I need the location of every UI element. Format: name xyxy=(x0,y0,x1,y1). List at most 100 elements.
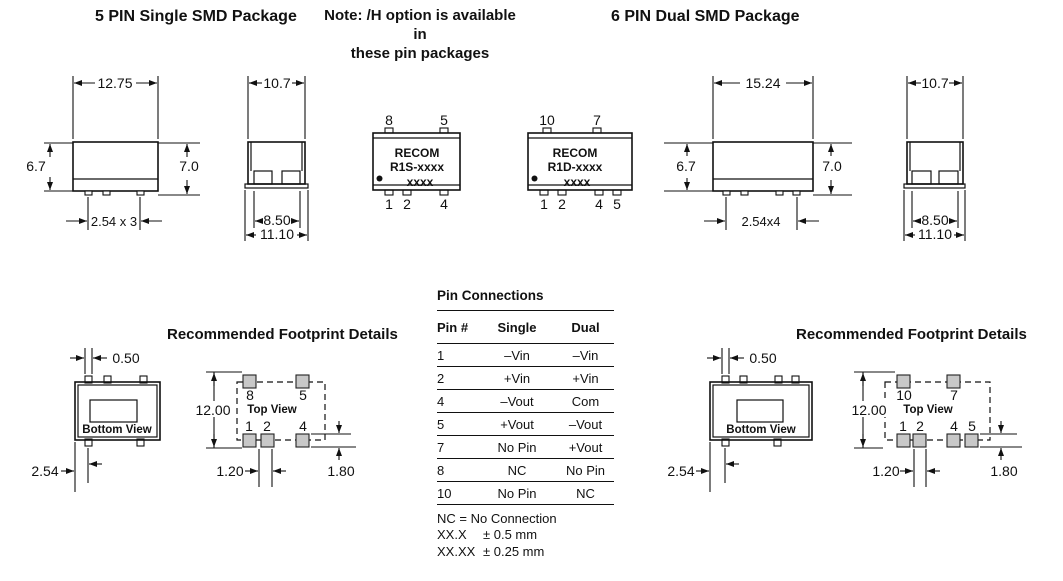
table-cell: +Vin xyxy=(557,366,614,390)
pin-label: 5 xyxy=(613,196,621,212)
pin-connections-section: Pin Connections Pin # Single Dual 1–Vin–… xyxy=(437,288,614,560)
table-cell: –Vin xyxy=(477,343,557,367)
dim-fp-height: 12.00 xyxy=(851,402,886,418)
dim-single-body-width: 12.75 xyxy=(97,75,132,91)
single-front-view-drawing: 12.75 6.7 7.0 2.54 x 3 xyxy=(26,75,200,230)
dim-fp-pad-w: 1.20 xyxy=(872,463,899,479)
pin-label: 5 xyxy=(968,418,976,434)
pin-label: 2 xyxy=(558,196,566,212)
column-header-pin: Pin # xyxy=(437,311,477,344)
pin-label: 10 xyxy=(539,112,555,128)
pin-label: 7 xyxy=(950,387,958,403)
column-header-single: Single xyxy=(477,311,557,344)
h-option-note: Note: /H option is available in these pi… xyxy=(320,6,520,63)
table-cell: +Vin xyxy=(477,366,557,390)
dim-dual-body-depth: 10.7 xyxy=(921,75,948,91)
dim-fp-pad-width: 0.50 xyxy=(112,350,139,366)
tolerance-value: ± 0.25 mm xyxy=(483,544,545,559)
dim-fp-pad-h: 1.80 xyxy=(990,463,1017,479)
tolerance-format: XX.X xyxy=(437,527,467,542)
pin-label: 4 xyxy=(950,418,958,434)
pin1-dot-marker xyxy=(376,175,383,182)
bottom-view-label: Bottom View xyxy=(726,424,795,436)
brand-label: RECOM xyxy=(395,146,440,160)
pin-label: 2 xyxy=(403,196,411,212)
pin-label: 2 xyxy=(916,418,924,434)
dim-fp-pad-h: 1.80 xyxy=(327,463,354,479)
table-cell: 8 xyxy=(437,458,477,482)
dim-single-pin-pitch: 2.54 x 3 xyxy=(91,214,137,229)
pin-label: 7 xyxy=(593,112,601,128)
dim-dual-pin-pitch: 2.54x4 xyxy=(741,214,780,229)
table-cell: –Vout xyxy=(557,412,614,436)
brand-label: RECOM xyxy=(553,146,598,160)
pin-label: 4 xyxy=(299,418,307,434)
table-cell: No Pin xyxy=(477,481,557,505)
pin-label: 1 xyxy=(385,196,393,212)
code-label: xxxx xyxy=(564,175,591,189)
code-label: xxxx xyxy=(407,175,434,189)
table-cell: 2 xyxy=(437,366,477,390)
pin-label: 4 xyxy=(440,196,448,212)
fp-dual-bottom-view: Bottom View 0.50 2.54 xyxy=(667,348,813,492)
pin-label: 1 xyxy=(540,196,548,212)
dim-single-height-body: 6.7 xyxy=(26,158,46,174)
dim-dual-pad-span: 8.50 xyxy=(921,212,948,228)
model-label: R1S-xxxx xyxy=(390,160,444,174)
table-cell: 5 xyxy=(437,412,477,436)
dual-front-view-drawing: 15.24 6.7 7.0 2.54x4 xyxy=(664,75,852,230)
dim-dual-overall-depth: 11.10 xyxy=(918,226,952,242)
single-side-view-drawing: 10.7 8.50 11.10 xyxy=(244,75,309,242)
model-label: R1D-xxxx xyxy=(548,160,603,174)
table-cell: 1 xyxy=(437,343,477,367)
tolerance-value: ± 0.5 mm xyxy=(483,527,538,542)
table-cell: 10 xyxy=(437,481,477,505)
dim-single-pad-span: 8.50 xyxy=(263,212,290,228)
top-view-label: Top View xyxy=(247,404,296,416)
r1d-top-view-drawing: 10 7 RECOM R1D-xxxx xxxx 1 2 4 5 xyxy=(527,112,633,212)
dim-dual-body-width: 15.24 xyxy=(745,75,780,91)
table-cell: No Pin xyxy=(477,435,557,459)
pin-label: 8 xyxy=(385,112,393,128)
pin-label: 4 xyxy=(595,196,603,212)
tolerance-format: XX.XX xyxy=(437,544,476,559)
note-line1: Note: /H option is available in xyxy=(324,7,516,43)
pin-label: 8 xyxy=(246,387,254,403)
pin-label: 5 xyxy=(299,387,307,403)
table-header-row: Pin # Single Dual xyxy=(437,311,614,344)
pin-label: 2 xyxy=(263,418,271,434)
table-cell: +Vout xyxy=(477,412,557,436)
table-cell: No Pin xyxy=(557,458,614,482)
dim-fp-pad-w: 1.20 xyxy=(216,463,243,479)
table-cell: NC xyxy=(477,458,557,482)
pin-label: 5 xyxy=(440,112,448,128)
column-header-dual: Dual xyxy=(557,311,614,344)
fp-dual-top-view: 10 7 Top View 1 2 4 5 12.00 1.20 1.80 xyxy=(849,371,1022,487)
top-view-label: Top View xyxy=(903,404,952,416)
nc-note: NC = No Connection xyxy=(437,511,557,526)
dim-single-overall-depth: 11.10 xyxy=(260,226,294,242)
dim-dual-height-body: 6.7 xyxy=(676,158,696,174)
fp-single-bottom-view: Bottom View 0.50 2.54 xyxy=(31,348,161,492)
table-row: 5+Vout–Vout xyxy=(437,412,614,436)
table-cell: NC xyxy=(557,481,614,505)
bottom-view-label: Bottom View xyxy=(82,424,151,436)
single-package-heading: 5 PIN Single SMD Package xyxy=(95,8,297,25)
footprint-dual-heading: Recommended Footprint Details xyxy=(796,326,1027,343)
tolerance-line: XX.XX ± 0.25 mm xyxy=(437,543,614,560)
table-cell: +Vout xyxy=(557,435,614,459)
pin-label: 10 xyxy=(896,387,912,403)
table-cell: –Vin xyxy=(557,343,614,367)
pin-label: 1 xyxy=(899,418,907,434)
dim-fp-height: 12.00 xyxy=(195,402,230,418)
dim-single-height-total: 7.0 xyxy=(179,158,199,174)
dim-fp-edge-to-pin: 2.54 xyxy=(667,463,694,479)
footprint-single-heading: Recommended Footprint Details xyxy=(167,326,398,343)
table-cell: 7 xyxy=(437,435,477,459)
